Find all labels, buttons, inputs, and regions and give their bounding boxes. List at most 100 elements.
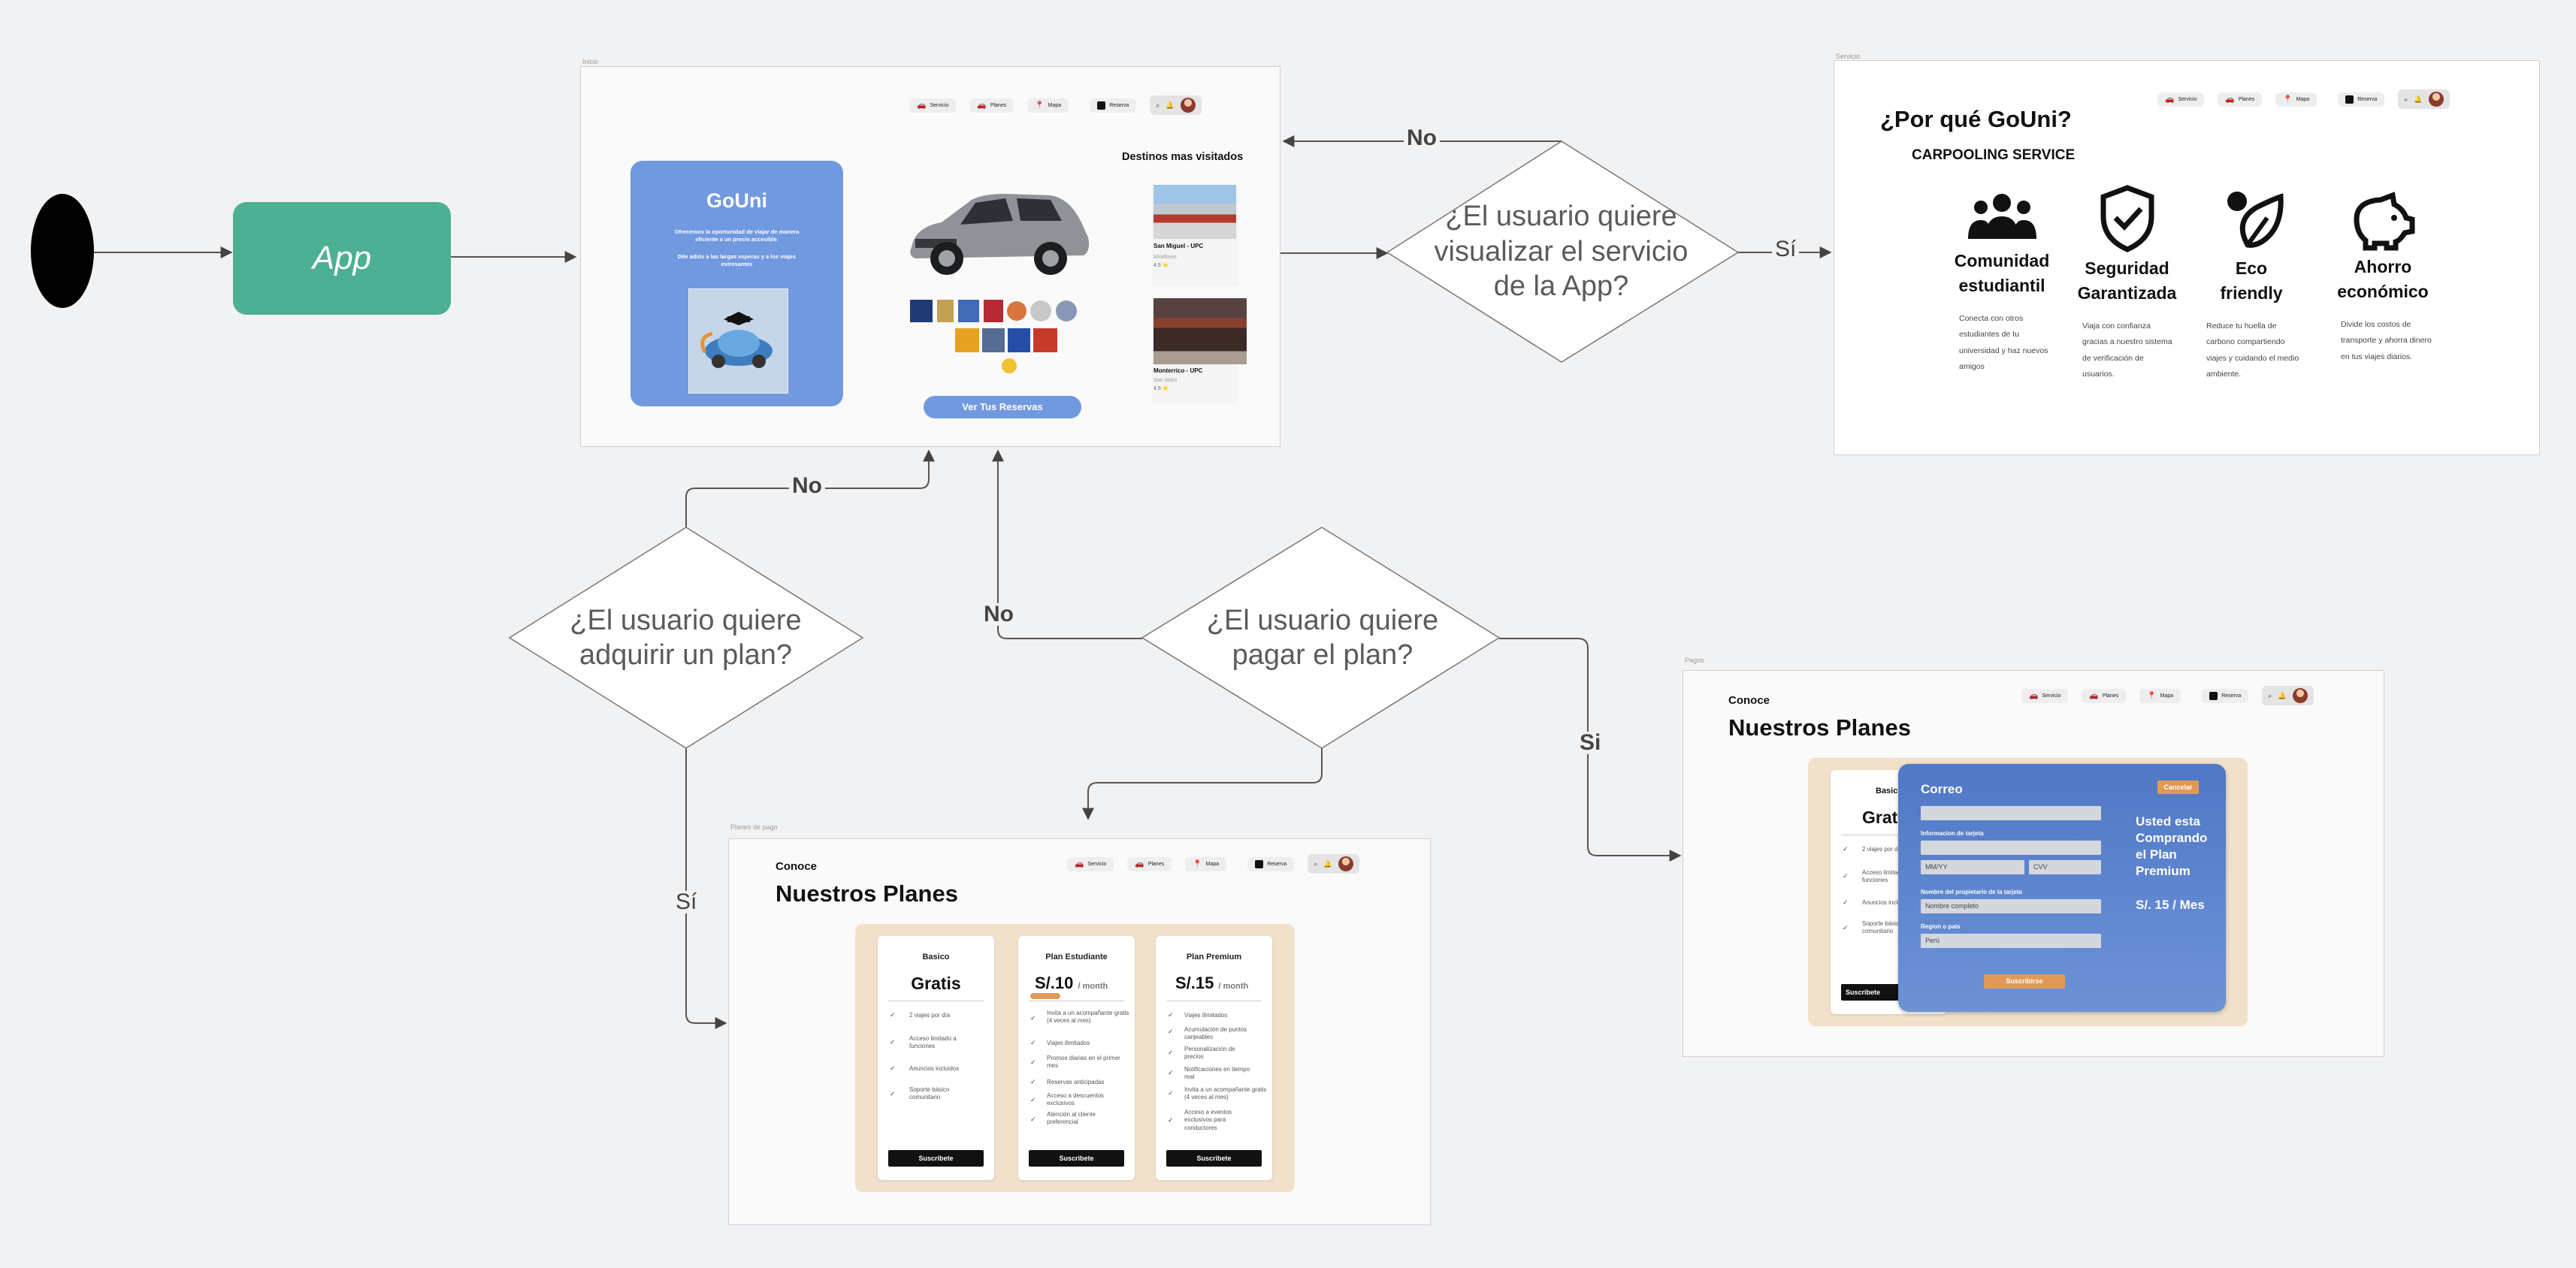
nav-servicio[interactable]: 🚗Servicio <box>2157 92 2205 107</box>
edge-pagar-no <box>992 449 1142 639</box>
car-icon: 🚗 <box>977 101 987 110</box>
plan-feature: Promos diarias en el primer mes <box>1047 1055 1120 1070</box>
payment-modal: Correo Cancelar Informacion de tarjeta M… <box>1898 764 2226 1012</box>
plan-feature: 2 viajes por día <box>1862 846 1903 853</box>
destino-1-sub: Miraflores <box>1153 255 1177 260</box>
bell-icon[interactable]: 🔔 <box>2278 691 2287 699</box>
planes-heading: Nuestros Planes <box>776 880 958 907</box>
plan-subscribe-button[interactable]: Suscribete <box>1029 1150 1124 1167</box>
user-icon <box>1255 859 1264 868</box>
plan-price: Gratis <box>911 974 961 993</box>
destino-1-name: San Miguel - UPC <box>1153 243 1204 249</box>
avatar[interactable] <box>1338 856 1353 871</box>
gouni-logo-image <box>688 288 788 394</box>
pagos-kicker: Conoce <box>1728 694 1770 707</box>
nav-reserva[interactable]: Reserva <box>2202 688 2249 703</box>
search-icon[interactable]: ⌕ <box>2268 691 2272 699</box>
servicio-navbar: 🚗Servicio 🚗Planes 📍Mapa Reserva ⌕ 🔔 <box>2157 89 2450 109</box>
feature-title: Seguridad Garantizada <box>2077 258 2177 303</box>
check-icon: ✓ <box>890 1090 896 1097</box>
destino-1-photo <box>1153 185 1236 239</box>
destino-card-2[interactable]: Monterrico - UPC San Isidro 4.5 ⭐ <box>1152 298 1247 403</box>
planes-navbar: 🚗Servicio 🚗Planes 📍Mapa Reserva ⌕ 🔔 <box>1067 854 1359 874</box>
subscribe-button[interactable]: Suscribirse <box>1984 974 2065 989</box>
gouni-card: GoUni Ofrecemos la oportunidad de viajar… <box>630 161 843 406</box>
plan-subscribe-button[interactable]: Suscribete <box>1166 1150 1262 1167</box>
cvv-field[interactable]: CVV <box>2029 860 2101 874</box>
card-info-label: Informacion de tarjeta <box>1921 830 1984 837</box>
check-icon: ✓ <box>890 1011 896 1019</box>
bell-icon[interactable]: 🔔 <box>1323 859 1332 868</box>
feature-eco: Eco friendly Reduce tu huella de carbono… <box>2203 185 2300 383</box>
app-node: App <box>233 202 451 315</box>
reservas-button[interactable]: Ver Tus Reservas <box>924 396 1081 418</box>
nav-planes[interactable]: 🚗Planes <box>2218 92 2263 107</box>
card-number-field[interactable] <box>1921 841 2101 855</box>
check-icon: ✓ <box>890 1064 896 1072</box>
destino-2-rating: 4.5 ⭐ <box>1153 386 1169 391</box>
destino-card-1[interactable]: San Miguel - UPC Miraflores 4.5 ⭐ <box>1152 185 1238 286</box>
nav-servicio[interactable]: 🚗Servicio <box>909 98 957 113</box>
search-icon[interactable]: ⌕ <box>1156 101 1160 109</box>
plan-feature: Viajes ilimitados <box>1184 1012 1228 1019</box>
plan-feature: Viajes ilimitados <box>1047 1040 1090 1046</box>
car-icon: 🚗 <box>1135 859 1144 868</box>
decision-servicio-diamond <box>1386 140 1740 363</box>
decision-adquirir-diamond <box>508 527 864 749</box>
avatar[interactable] <box>1180 98 1196 113</box>
nav-tools: ⌕ 🔔 <box>1308 854 1359 874</box>
search-icon[interactable]: ⌕ <box>1314 859 1318 868</box>
plan-price: S/.10 <box>1035 974 1074 992</box>
nav-servicio[interactable]: 🚗Servicio <box>1067 856 1114 871</box>
label-no-servicio: No <box>1404 127 1440 149</box>
plan-price: S/.15 <box>1175 974 1214 992</box>
feature-comunidad: Comunidad estudiantil Conecta con otros … <box>1953 185 2051 376</box>
nav-servicio[interactable]: 🚗Servicio <box>2021 688 2069 703</box>
nav-mapa[interactable]: 📍Mapa <box>1027 98 1069 113</box>
nav-mapa[interactable]: 📍Mapa <box>1185 856 1227 871</box>
plan-feature: Acceso a descuentos exclusivos <box>1047 1092 1105 1107</box>
avatar[interactable] <box>2292 688 2308 703</box>
destino-2-sub: San Isidro <box>1153 378 1178 383</box>
check-icon: ✓ <box>1843 872 1849 880</box>
nav-planes[interactable]: 🚗Planes <box>2082 688 2127 703</box>
plan-feature: Personalización de precios <box>1184 1046 1235 1061</box>
nav-mapa[interactable]: 📍Mapa <box>2275 92 2317 107</box>
nav-reserva[interactable]: Reserva <box>2338 92 2385 107</box>
car-icon: 🚗 <box>1075 859 1084 868</box>
bell-icon[interactable]: 🔔 <box>1166 101 1175 109</box>
frame-servicio: 🚗Servicio 🚗Planes 📍Mapa Reserva ⌕ 🔔 ¿Por… <box>1834 60 2540 455</box>
map-pin-icon: 📍 <box>2283 95 2293 104</box>
avatar[interactable] <box>2428 92 2444 107</box>
plan-price-row: S/.10 / month <box>1035 974 1108 993</box>
car-icon: 🚗 <box>2089 691 2099 700</box>
label-si-servicio: Sí <box>1772 238 1800 261</box>
email-field[interactable] <box>1921 806 2101 820</box>
gouni-tagline-2: Dile adiós a las largas esperas y a los … <box>677 253 797 267</box>
check-icon: ✓ <box>1030 1058 1036 1066</box>
owner-name-field[interactable]: Nombre completo <box>1921 899 2101 913</box>
feature-desc: Reduce tu huella de carbono compartiendo… <box>2206 321 2299 379</box>
nav-planes[interactable]: 🚗Planes <box>969 98 1014 113</box>
cancel-button[interactable]: Cancelar <box>2157 780 2199 794</box>
search-icon[interactable]: ⌕ <box>2404 95 2408 103</box>
car-image <box>900 183 1096 285</box>
expiry-field[interactable]: MM/YY <box>1921 860 2024 874</box>
plan-subscribe-button[interactable]: Suscribete <box>888 1150 984 1167</box>
check-icon: ✓ <box>1168 1069 1174 1076</box>
bell-icon[interactable]: 🔔 <box>2414 95 2423 103</box>
servicio-heading: ¿Por qué GoUni? <box>1880 106 2072 132</box>
region-select[interactable]: Perú <box>1921 934 2101 948</box>
planes-kicker: Conoce <box>776 860 818 873</box>
nav-reserva[interactable]: Reserva <box>1247 856 1295 871</box>
nav-mapa[interactable]: 📍Mapa <box>2139 688 2181 703</box>
nav-reserva[interactable]: Reserva <box>1090 98 1137 113</box>
nav-planes[interactable]: 🚗Planes <box>1127 856 1172 871</box>
feature-desc: Viaja con confianza gracias a nuestro si… <box>2082 321 2172 379</box>
check-icon: ✓ <box>1168 1089 1174 1097</box>
map-pin-icon: 📍 <box>1193 859 1202 868</box>
feature-desc: Divide los costos de transporte y ahorra… <box>2341 319 2432 361</box>
destinos-title: Destinos mas visitados <box>1122 151 1244 163</box>
decision-servicio-text: ¿El usuario quiere visualizar el servici… <box>1434 201 1689 303</box>
